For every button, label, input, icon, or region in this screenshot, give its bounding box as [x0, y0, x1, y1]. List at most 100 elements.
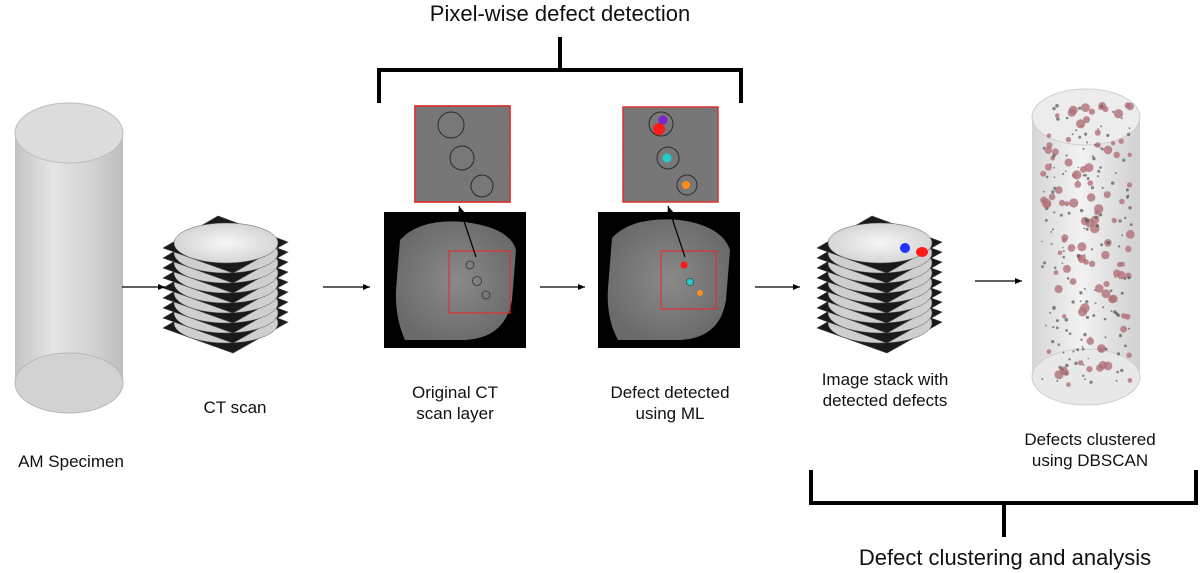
defect-particle — [1090, 186, 1095, 190]
defect-particle — [1089, 380, 1093, 384]
defect-particle — [1082, 364, 1085, 366]
defect-particle — [1069, 278, 1077, 285]
defect-particle — [1075, 129, 1078, 132]
defect-particle — [1117, 245, 1121, 248]
defect-particle — [1065, 373, 1068, 375]
ct-scan-stack — [162, 215, 289, 354]
defect-particle — [1041, 240, 1043, 243]
defect-particle — [1066, 382, 1071, 387]
defect-particle — [1051, 148, 1059, 156]
defect-particle — [1115, 312, 1119, 316]
defect-particle — [1055, 326, 1059, 330]
defect-particle — [1068, 332, 1072, 336]
defect-particle — [1112, 110, 1115, 113]
defect-particle — [1124, 216, 1127, 220]
defect-particle — [1116, 352, 1121, 356]
defect-particle — [1087, 357, 1089, 360]
defect-particle — [1099, 166, 1102, 169]
defect-particle — [1055, 319, 1059, 323]
defect-particle — [1081, 347, 1085, 351]
original-ct-layer-label: Original CT scan layer — [412, 383, 498, 423]
defect-particle — [1062, 172, 1065, 176]
defect-particle — [1067, 244, 1076, 252]
defect-particle — [1068, 105, 1078, 115]
defect-particle — [1100, 125, 1103, 128]
defect-particle — [1117, 261, 1123, 268]
image-stack-label: Image stack with detected defects — [821, 370, 949, 410]
defect-particle — [1118, 334, 1123, 338]
defect-particle — [1120, 325, 1127, 333]
defect-particle — [1042, 190, 1045, 193]
defect-particle — [1085, 300, 1089, 304]
defect-particle — [1085, 227, 1089, 231]
defect-particle — [1076, 348, 1080, 352]
original-ct-layer-image — [384, 212, 526, 348]
defect-particle — [1050, 231, 1053, 233]
defect-particle — [1078, 106, 1082, 110]
defect-detected-label: Defect detected using ML — [610, 383, 730, 423]
defect-particle — [1113, 109, 1124, 119]
defect-particle — [1053, 266, 1057, 270]
defect-particle — [1122, 158, 1126, 162]
defect-particle — [1064, 317, 1069, 322]
defect-particle — [1120, 368, 1124, 373]
defect-particle — [1053, 211, 1056, 214]
defect-particle — [1064, 201, 1070, 207]
defect-particle — [1113, 151, 1120, 159]
zoom-arrow-original — [458, 205, 477, 258]
defect-particle — [1045, 175, 1049, 179]
defect-particle — [1043, 261, 1047, 265]
ct-scan-label: CT scan — [203, 398, 267, 417]
defect-particle — [1096, 364, 1104, 372]
defect-particle — [1078, 135, 1082, 139]
defect-particle — [1127, 276, 1131, 280]
defect-particle — [1125, 188, 1129, 192]
defect-particle — [1082, 147, 1085, 150]
defect-particle — [1058, 365, 1062, 369]
defect-particle — [1126, 195, 1129, 199]
defect-particle — [1127, 327, 1130, 330]
defect-particle — [1094, 129, 1101, 136]
defect-particle — [1104, 336, 1107, 339]
defect-particle — [1113, 310, 1117, 314]
defect-particle — [1049, 311, 1052, 314]
defect-particle — [1095, 142, 1101, 148]
defect-particle — [1059, 199, 1066, 207]
zoom-arrow-detected — [667, 205, 686, 258]
defect-particle — [1129, 223, 1133, 227]
defect-particle — [1074, 181, 1082, 188]
defect-particle — [1086, 177, 1090, 180]
defect-particle — [1128, 127, 1131, 130]
defect-particle — [1127, 378, 1133, 383]
defect-particle — [1065, 329, 1068, 332]
defect-particle — [1065, 154, 1068, 157]
defect-particle — [1048, 193, 1056, 201]
defect-particle — [1054, 285, 1063, 294]
defect-particle — [1056, 117, 1060, 121]
defect-particle — [1053, 176, 1056, 179]
defect-particle — [1051, 190, 1055, 194]
defect-particle — [1109, 294, 1118, 303]
defect-particle — [1118, 138, 1125, 144]
defect-particle — [1044, 146, 1053, 154]
clustering-bracket — [809, 470, 1198, 537]
defect-particle — [1081, 346, 1084, 348]
defect-particle — [1094, 216, 1098, 219]
defect-particle — [1125, 245, 1132, 253]
defect-particle — [1127, 152, 1132, 157]
defects-clustered-label: Defects clustered using DBSCAN — [1024, 430, 1156, 470]
defect-particle — [1116, 370, 1119, 374]
defect-particle — [1079, 208, 1084, 213]
defect-particle — [1062, 246, 1064, 249]
defect-particle — [1086, 141, 1089, 144]
defect-particle — [1100, 147, 1103, 150]
defect-particle — [1052, 305, 1056, 310]
defect-particle — [1118, 219, 1122, 223]
defect-particle — [1055, 104, 1059, 108]
defect-particle — [1098, 347, 1104, 353]
defect-particle — [1054, 370, 1064, 380]
defect-particle — [1124, 344, 1127, 348]
defect-particle — [1046, 349, 1052, 355]
defect-particle — [1056, 380, 1059, 382]
defect-particle — [1110, 141, 1116, 146]
